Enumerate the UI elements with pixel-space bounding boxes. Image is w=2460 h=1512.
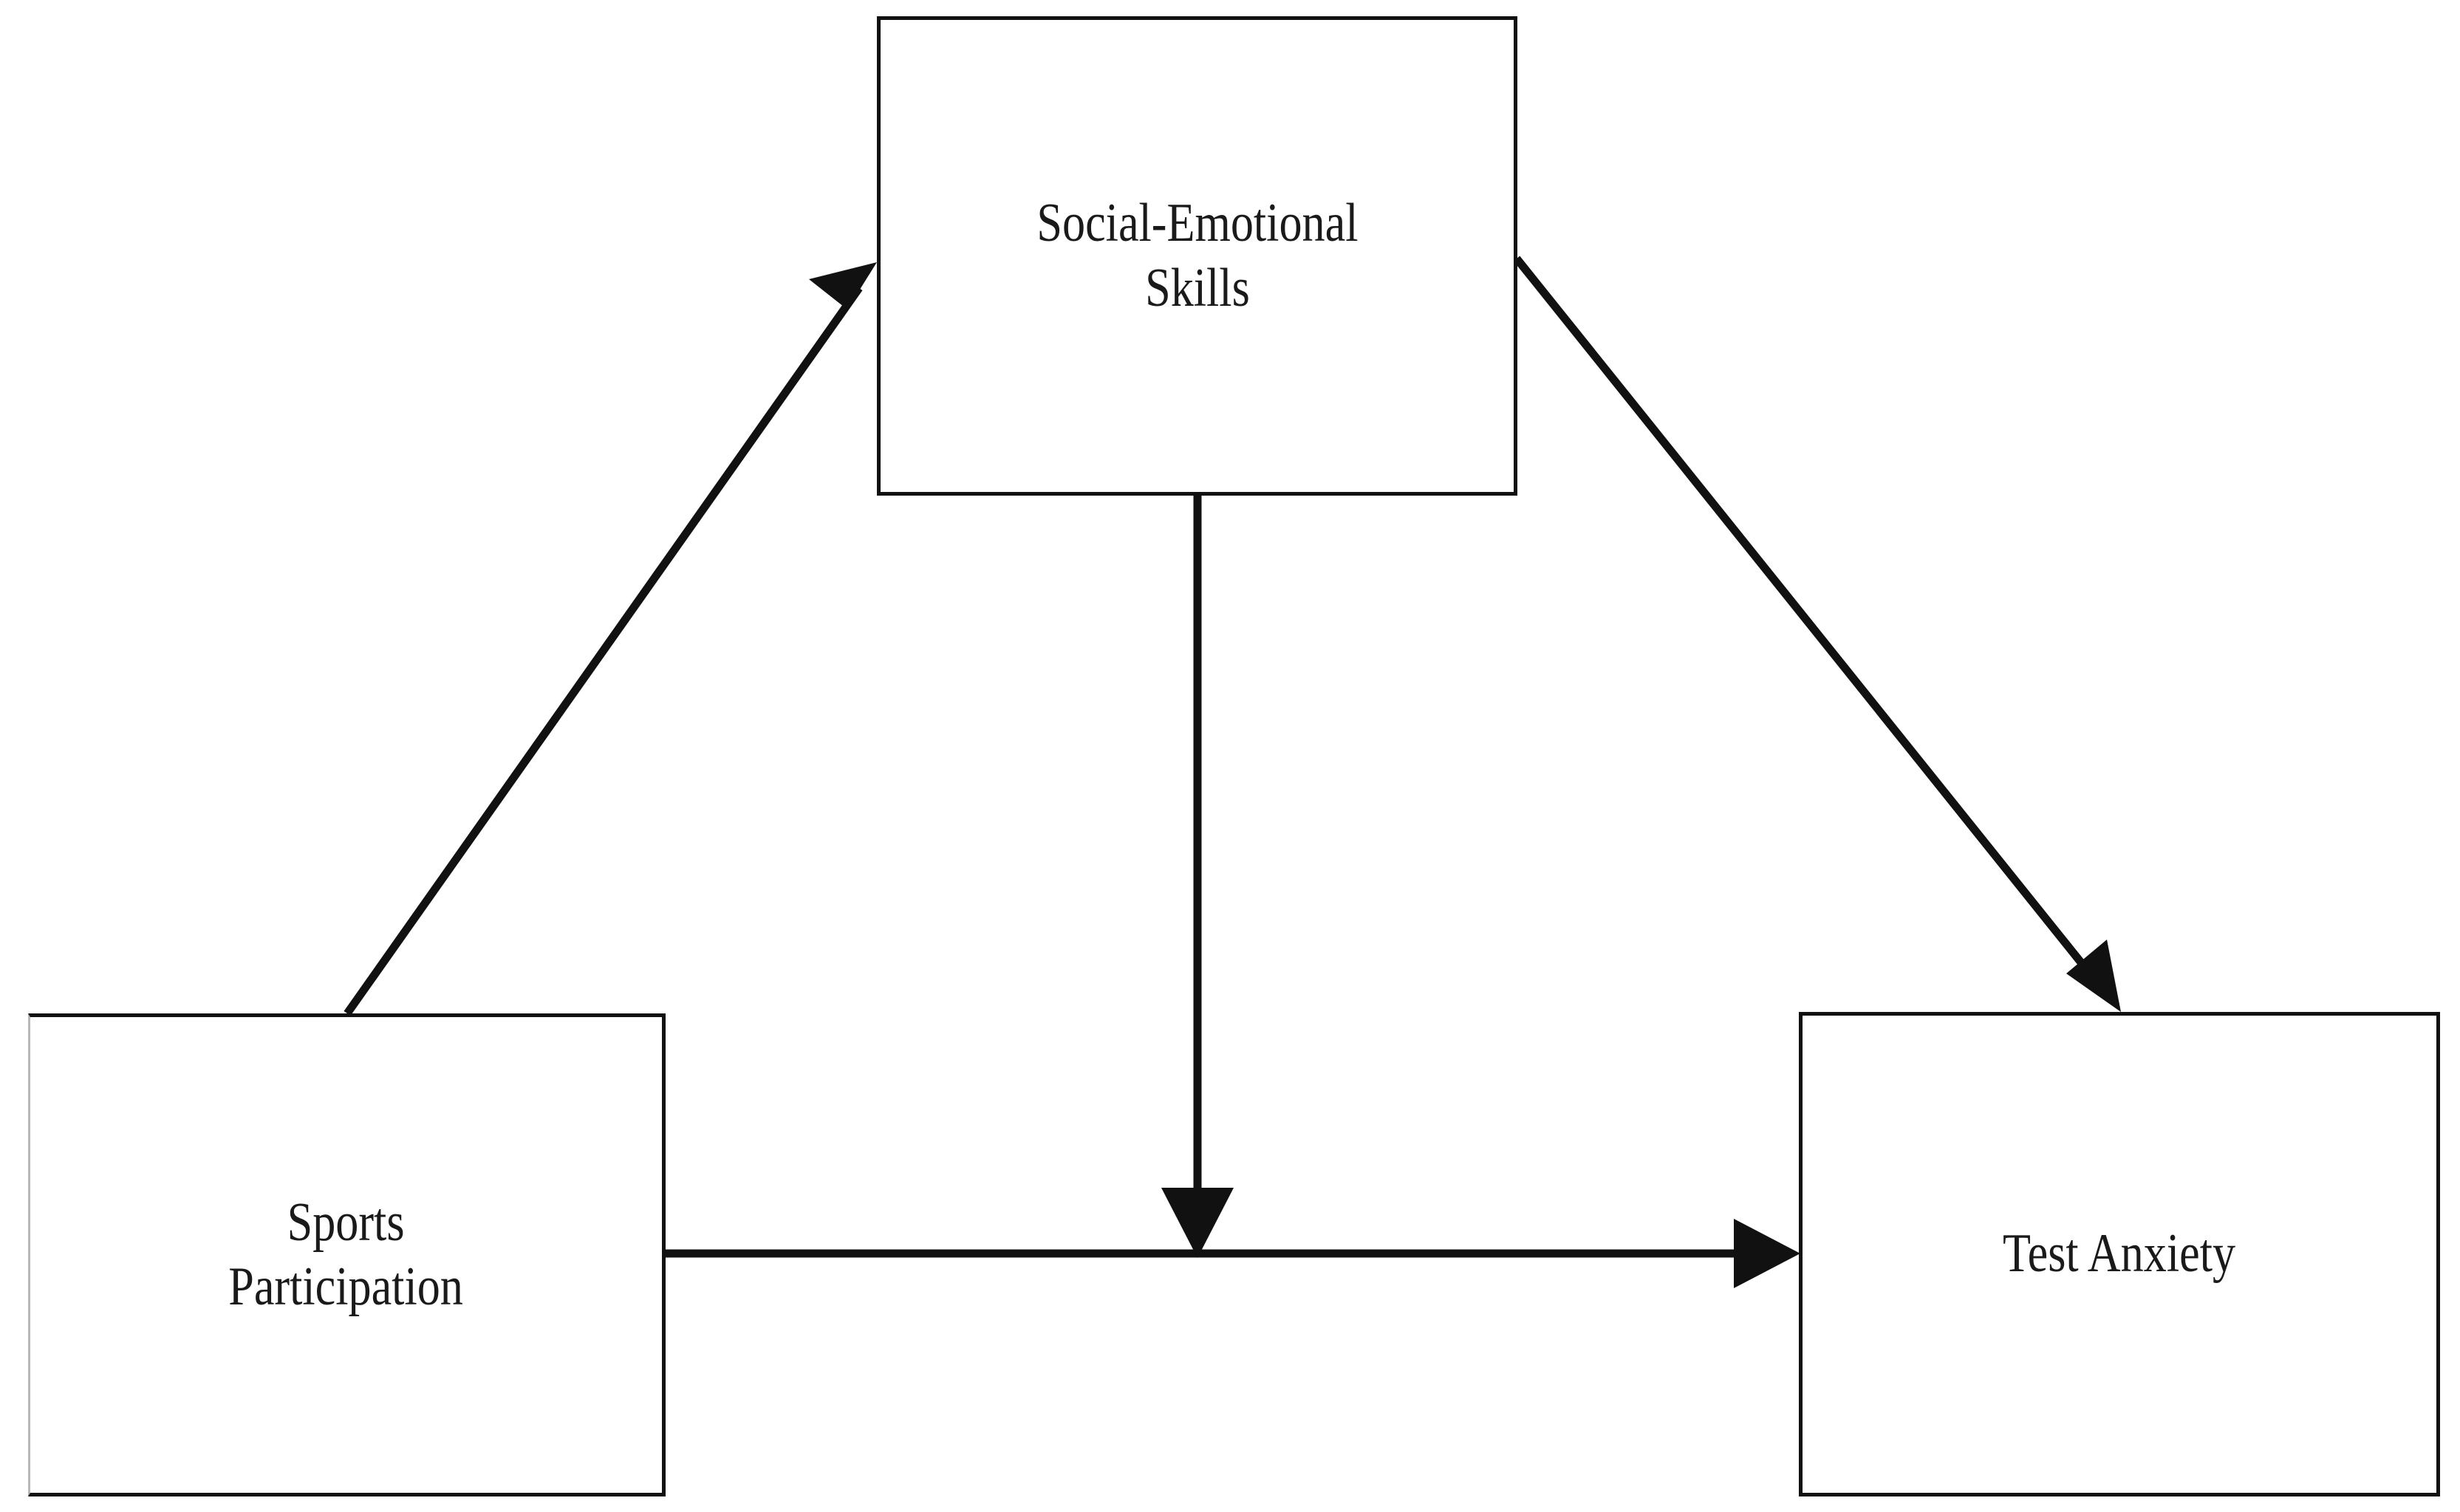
node-label-mediator: Social-Emotional Skills: [1036, 193, 1359, 318]
node-test-anxiety[interactable]: Test Anxiety: [1799, 1012, 2440, 1496]
edge-sports-to-anxiety: [665, 1219, 1800, 1288]
edge-skills-to-anxiety: [1513, 256, 2121, 1012]
edge-skills-to-direct-path: [1161, 495, 1234, 1258]
edge-sports-to-skills: [344, 262, 877, 1016]
node-social-emotional-skills[interactable]: Social-Emotional Skills: [877, 16, 1517, 496]
node-label-predictor: Sports Participation: [228, 1191, 464, 1317]
node-label-outcome: Test Anxiety: [2003, 1223, 2236, 1284]
node-sports-participation[interactable]: Sports Participation: [28, 1013, 666, 1496]
